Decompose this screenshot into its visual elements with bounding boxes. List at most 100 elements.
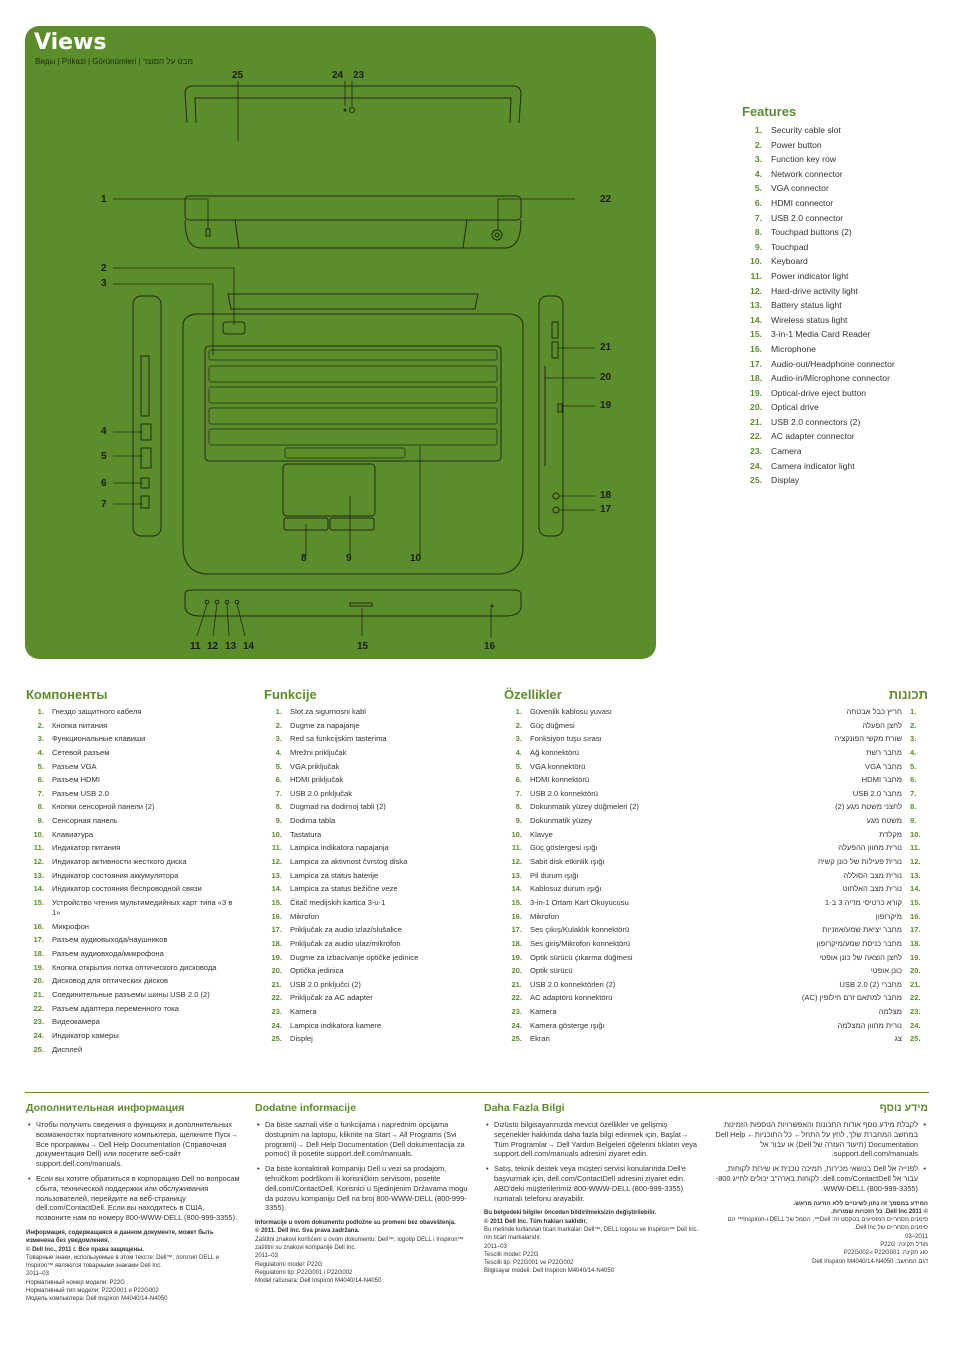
list-item: 15.Čitač medijskih kartica 3-u-1 bbox=[264, 898, 479, 908]
list-item: 2.Güç düğmesi bbox=[504, 721, 719, 731]
list-item-label: Kamera bbox=[530, 1007, 557, 1017]
list-item-label: Разъем HDMI bbox=[52, 775, 100, 785]
list-item-number: 2. bbox=[275, 720, 282, 730]
list-item: 16.Microphone bbox=[742, 342, 942, 357]
list-item-label: מחבר רשת bbox=[866, 747, 902, 757]
list-item-label: Функциональные клавиши bbox=[52, 734, 146, 744]
list-item-number: 1. bbox=[515, 707, 522, 716]
list-item-label: Keyboard bbox=[771, 256, 808, 267]
list-item-number: .23 bbox=[910, 1007, 921, 1017]
list-item-label: Ses çıkış/Kulaklık konnektörü bbox=[530, 925, 630, 935]
list-item-label: Touchpad buttons (2) bbox=[771, 227, 852, 238]
info-bullet-text: Satış, teknik destek veya müşteri servis… bbox=[494, 1164, 687, 1203]
info-bullet: •לקבלת מידע נוסף אודות התכונות והאפשרויו… bbox=[713, 1120, 928, 1159]
list-item: 22.AC adaptörü konnektörü bbox=[504, 993, 719, 1003]
callout-16: 16 bbox=[484, 641, 496, 652]
list-item: 13.Lampica za status baterije bbox=[264, 871, 479, 881]
list-item-label: לחצן הוצאה של כונן אופטי bbox=[819, 952, 902, 962]
callout-13: 13 bbox=[225, 641, 237, 652]
list-item: 8.Touchpad buttons (2) bbox=[742, 225, 942, 240]
list-item-label: Kablosuz durum ışığı bbox=[530, 884, 602, 894]
list-item: 10.Klavye bbox=[504, 830, 719, 840]
list-item-number: 2. bbox=[754, 139, 762, 150]
list-item: 5.VGA connector bbox=[742, 181, 942, 196]
list-item: 8.Dugmad na dodirnoj tabli (2) bbox=[264, 802, 479, 812]
list-item-number: 19. bbox=[511, 952, 522, 962]
hebrew-info: מידע נוסף •לקבלת מידע נוסף אודות התכונות… bbox=[713, 1102, 928, 1266]
list-item-label: Разъем аудиовхода/микрофона bbox=[52, 949, 164, 959]
list-item-label: משטח מגע bbox=[866, 816, 902, 826]
views-subtitle: Виды | Prikazi | Görünümleri | מבט על המ… bbox=[35, 57, 193, 66]
list-item-label: Camera indicator light bbox=[771, 460, 855, 471]
legal-line: Model računara: Dell Inspiron M4040/14-N… bbox=[255, 1278, 382, 1285]
list-item-label: Kamera bbox=[290, 1007, 317, 1017]
list-item: 15.3-in-1 Media Card Reader bbox=[742, 327, 942, 342]
callout-6: 6 bbox=[101, 478, 107, 489]
list-item-number: 8. bbox=[37, 802, 44, 812]
list-item-number: 20. bbox=[271, 966, 282, 976]
list-item-label: Fonksiyon tuşu sırası bbox=[530, 734, 602, 744]
list-item: 4.Network connector bbox=[742, 167, 942, 182]
legal-line: © Dell Inc., 2011 г. Все права защищены. bbox=[26, 1246, 145, 1253]
list-item-label: Function key row bbox=[771, 154, 836, 165]
info-bullet-text: לפנייה אל Dell בנושאי מכירות, תמיכה טכני… bbox=[715, 1164, 918, 1193]
list-item-number: 4. bbox=[275, 747, 282, 757]
list-item-number: .19 bbox=[910, 952, 921, 962]
list-item-number: 8. bbox=[275, 802, 282, 812]
list-item-number: 25. bbox=[271, 1034, 282, 1044]
callout-22: 22 bbox=[600, 194, 612, 205]
list-item: 12. Lampica za aktivnost čvrstog diska bbox=[264, 857, 479, 867]
list-item-number: .4 bbox=[910, 747, 917, 757]
list-item-number: 7. bbox=[515, 788, 522, 798]
display-bezel bbox=[184, 85, 522, 124]
callout-11: 11 bbox=[190, 641, 201, 652]
list-item-label: Lampica za aktivnost čvrstog diska bbox=[290, 857, 408, 867]
list-item-number: 12. bbox=[271, 857, 282, 867]
back-view bbox=[184, 195, 522, 249]
list-item-number: 9. bbox=[275, 816, 282, 826]
list-item-label: Security cable slot bbox=[771, 125, 841, 135]
list-item-label: Hard-drive activity light bbox=[771, 285, 858, 296]
list-item-number: 13. bbox=[271, 870, 282, 880]
list-item-number: .2 bbox=[910, 720, 917, 730]
list-item-label: Optička jedinica bbox=[290, 966, 344, 976]
list-item-number: 10. bbox=[33, 829, 44, 839]
list-item-label: Priključak za audio izlaz/slušalice bbox=[290, 925, 402, 935]
list-item: 11.Lampica indikatora napajanja bbox=[264, 843, 479, 853]
list-item-label: Optik sürücü bbox=[530, 966, 573, 976]
list-item-number: 19. bbox=[33, 962, 44, 972]
list-item: 8.Dokunmatik yüzey düğmeleri (2) bbox=[504, 802, 719, 812]
list-item: 13.Pil durum ışığı bbox=[504, 871, 719, 881]
list-item-label: Устройство чтения мультимедийных карт ти… bbox=[52, 897, 233, 918]
info-bullet: •Satış, teknik destek veya müşteri servi… bbox=[484, 1164, 699, 1203]
list-item-label: Lampica indikatora kamere bbox=[290, 1020, 382, 1030]
list-item-number: 14. bbox=[750, 314, 762, 325]
list-item-number: 17. bbox=[511, 925, 522, 935]
list-item: 24.Kamera gösterge ışığı bbox=[504, 1021, 719, 1031]
callout-18: 18 bbox=[600, 490, 612, 501]
list-item-number: 12. bbox=[33, 857, 44, 867]
legal-notice: Informacije u ovom dokumentu podložne su… bbox=[255, 1219, 470, 1285]
list-item-label: מחבר יציאת שמע/אוזניות bbox=[822, 925, 902, 935]
list-item: 1.Гнездо защитного кабеля bbox=[26, 707, 241, 717]
list-item-label: HDMI priključak bbox=[290, 775, 344, 785]
list-item: 12.Sabit disk etkinlik ışığı bbox=[504, 857, 719, 867]
list-item-number: 19. bbox=[271, 952, 282, 962]
list-item-number: 16. bbox=[750, 343, 762, 354]
list-item-label: Кнопки сенсорной панели (2) bbox=[52, 802, 155, 812]
list-item: 20.Optical drive bbox=[742, 400, 942, 415]
list-item: 13.Индикатор состояния аккумулятора bbox=[26, 871, 241, 881]
list-item-label: נורית מצב האלחוט bbox=[842, 884, 902, 894]
legal-notice: Информация, содержащаяся в данном докуме… bbox=[26, 1229, 241, 1304]
list-item-number: 7. bbox=[37, 788, 44, 798]
list-item: 18.Audio-in/Microphone connector bbox=[742, 371, 942, 386]
list-item: 7.USB 2.0 connector bbox=[742, 211, 942, 226]
base-view bbox=[182, 293, 524, 575]
